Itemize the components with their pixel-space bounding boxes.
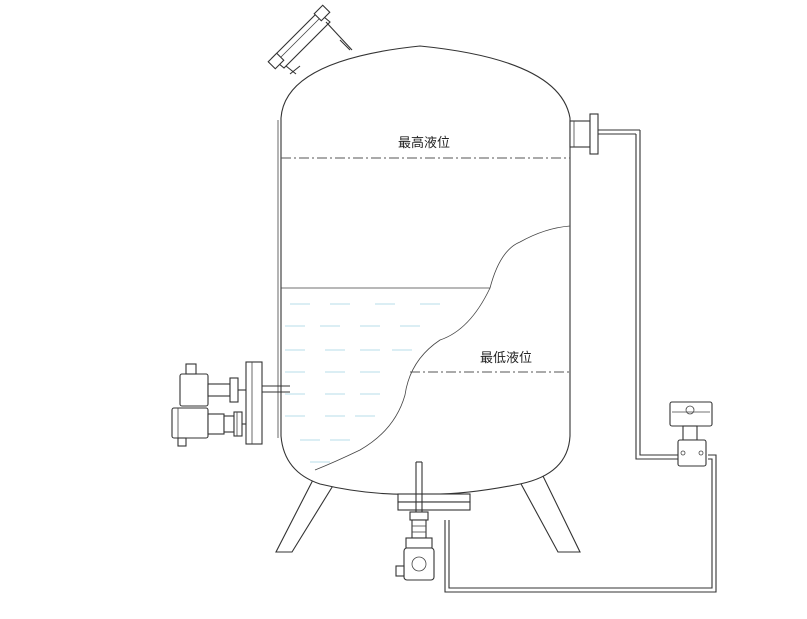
max-level-label: 最高液位	[398, 135, 450, 151]
impulse-tube-icon	[444, 130, 717, 593]
liquid-fill	[285, 303, 440, 463]
flange-nozzle-icon	[569, 113, 640, 155]
tank-vessel	[280, 45, 571, 495]
differential-pressure-transmitter-icon	[669, 401, 713, 467]
sight-gauge-icon	[267, 4, 353, 75]
level-transmitter-icon	[395, 461, 471, 581]
level-switch-icon	[171, 361, 290, 447]
liquid-boundary	[281, 225, 571, 289]
min-level-label: 最低液位	[480, 351, 532, 366]
